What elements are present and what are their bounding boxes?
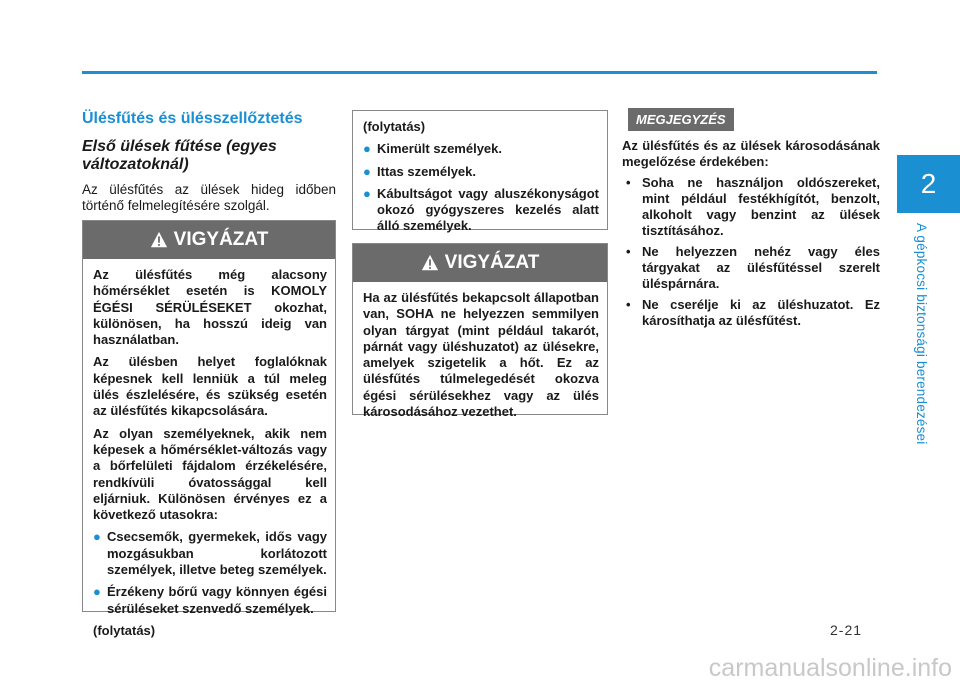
bullet-dot-icon: ● — [363, 185, 371, 201]
bullet-dot-icon: • — [626, 243, 631, 259]
warning-header: VIGYÁZAT — [83, 221, 335, 259]
bullet-dot-icon: • — [626, 174, 631, 190]
note-intro: Az ülésfűtés és az ülések károsodásának … — [622, 138, 880, 170]
bullet-item: ●Csecsemők, gyermekek, idős vagy mozgásu… — [93, 529, 327, 578]
continuation-box: (folytatás) ●Kimerült személyek. ●Ittas … — [352, 110, 608, 233]
watermark: carmanualsonline.info — [708, 654, 952, 682]
bullet-item: ●Kábultságot vagy aluszékonyságot okozó … — [363, 185, 599, 234]
bullet-dot-icon: ● — [93, 529, 101, 545]
warning-paragraph: Az olyan személyeknek, akik nem képesek … — [93, 425, 327, 523]
top-rule — [82, 71, 877, 74]
warning-icon — [421, 254, 438, 271]
bullet-item: ●Ittas személyek. — [363, 163, 477, 179]
note-bullet: •Ne cserélje ki az üléshuzatot. Ez káros… — [622, 297, 880, 330]
bullet-dot-icon: ● — [363, 163, 371, 179]
section-title: Ülésfűtés és ülésszellőztetés — [82, 110, 303, 127]
bullet-dot-icon: ● — [363, 141, 371, 157]
chapter-number: 2 — [920, 168, 937, 199]
continued-label: (folytatás) — [93, 622, 156, 638]
warning-header-label: VIGYÁZAT — [444, 252, 540, 273]
warning-header: VIGYÁZAT — [353, 244, 607, 282]
bullet-item: ●Kimerült személyek. — [363, 141, 503, 157]
warning-paragraph: Az ülésfűtés még alacsony hőmérséklet es… — [93, 267, 327, 348]
chapter-title: A gépkocsi biztonsági berendezései — [914, 223, 929, 445]
warning-box-2: VIGYÁZAT Ha az ülésfűtés bekapcsolt álla… — [352, 243, 608, 419]
page-number: 2-21 — [830, 622, 863, 638]
warning-paragraph: Az ülésben helyet foglalóknak képesnek k… — [93, 354, 327, 419]
note-bullet: •Soha ne használjon oldószereket, mint p… — [622, 175, 880, 240]
intro-text: Az ülésfűtés az ülések hideg időben tört… — [82, 182, 336, 213]
section-intro: Ülésfűtés és ülésszellőztetés Első ülése… — [82, 110, 336, 214]
continuation-label: (folytatás) — [363, 119, 426, 134]
bullet-dot-icon: • — [626, 296, 631, 312]
section-subtitle: Első ülések fűtése (egyes változatoknál) — [82, 138, 277, 173]
warning-header-label: VIGYÁZAT — [173, 229, 269, 250]
bullet-dot-icon: ● — [93, 584, 101, 600]
note-body: Az ülésfűtés és az ülések károsodásának … — [622, 138, 880, 333]
chapter-tab: 2 — [897, 155, 960, 213]
warning-icon — [150, 231, 167, 248]
warning-box-1: VIGYÁZAT Az ülésfűtés még alacsony hőmér… — [82, 220, 336, 638]
bullet-item: ●Érzékeny bőrű vagy könnyen égési sérülé… — [93, 584, 327, 616]
note-tag: MEGJEGYZÉS — [628, 108, 734, 131]
warning-paragraph: Ha az ülésfűtés bekapcsolt állapotban va… — [363, 290, 599, 420]
note-bullet: •Ne helyezzen nehéz vagy éles tárgyakat … — [622, 244, 880, 293]
